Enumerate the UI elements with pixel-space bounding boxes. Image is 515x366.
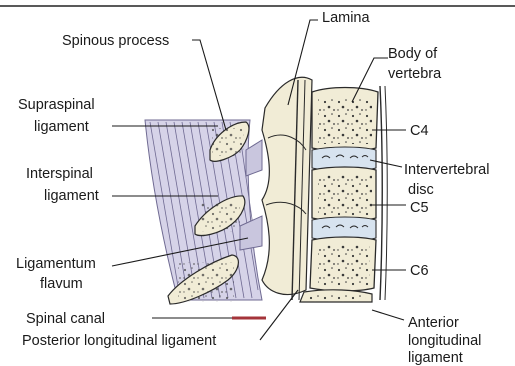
label-anterior-line1: Anterior: [408, 315, 459, 331]
label-ligamentum-line2: flavum: [40, 276, 83, 292]
label-ligamentum-line1: Ligamentum: [16, 256, 96, 272]
label-c5: C5: [410, 200, 429, 216]
label-interspinal-line1: Interspinal: [26, 166, 93, 182]
label-spinal-canal: Spinal canal: [26, 311, 105, 327]
label-supraspinal-line1: Supraspinal: [18, 97, 95, 113]
label-spinous-process: Spinous process: [62, 33, 169, 49]
labels: Lamina Spinous process Body of vertebra …: [16, 10, 489, 366]
label-c6: C6: [410, 263, 429, 279]
label-c4: C4: [410, 123, 429, 139]
label-anterior-line2: longitudinal: [408, 333, 481, 349]
label-anterior-line3: ligament: [408, 350, 463, 366]
anterior-longitudinal-ligament: [380, 86, 382, 300]
vertebral-bodies: [300, 88, 378, 303]
label-body-of-vertebra-line2: vertebra: [388, 66, 442, 82]
label-intervertebral-line2: disc: [408, 182, 434, 198]
label-intervertebral-line1: Intervertebral: [404, 162, 489, 178]
label-body-of-vertebra-line1: Body of: [388, 46, 438, 62]
label-posterior-longitudinal-ligament: Posterior longitudinal ligament: [22, 333, 216, 349]
label-interspinal-line2: ligament: [44, 188, 99, 204]
label-supraspinal-line2: ligament: [34, 119, 89, 135]
label-lamina: Lamina: [322, 10, 370, 26]
